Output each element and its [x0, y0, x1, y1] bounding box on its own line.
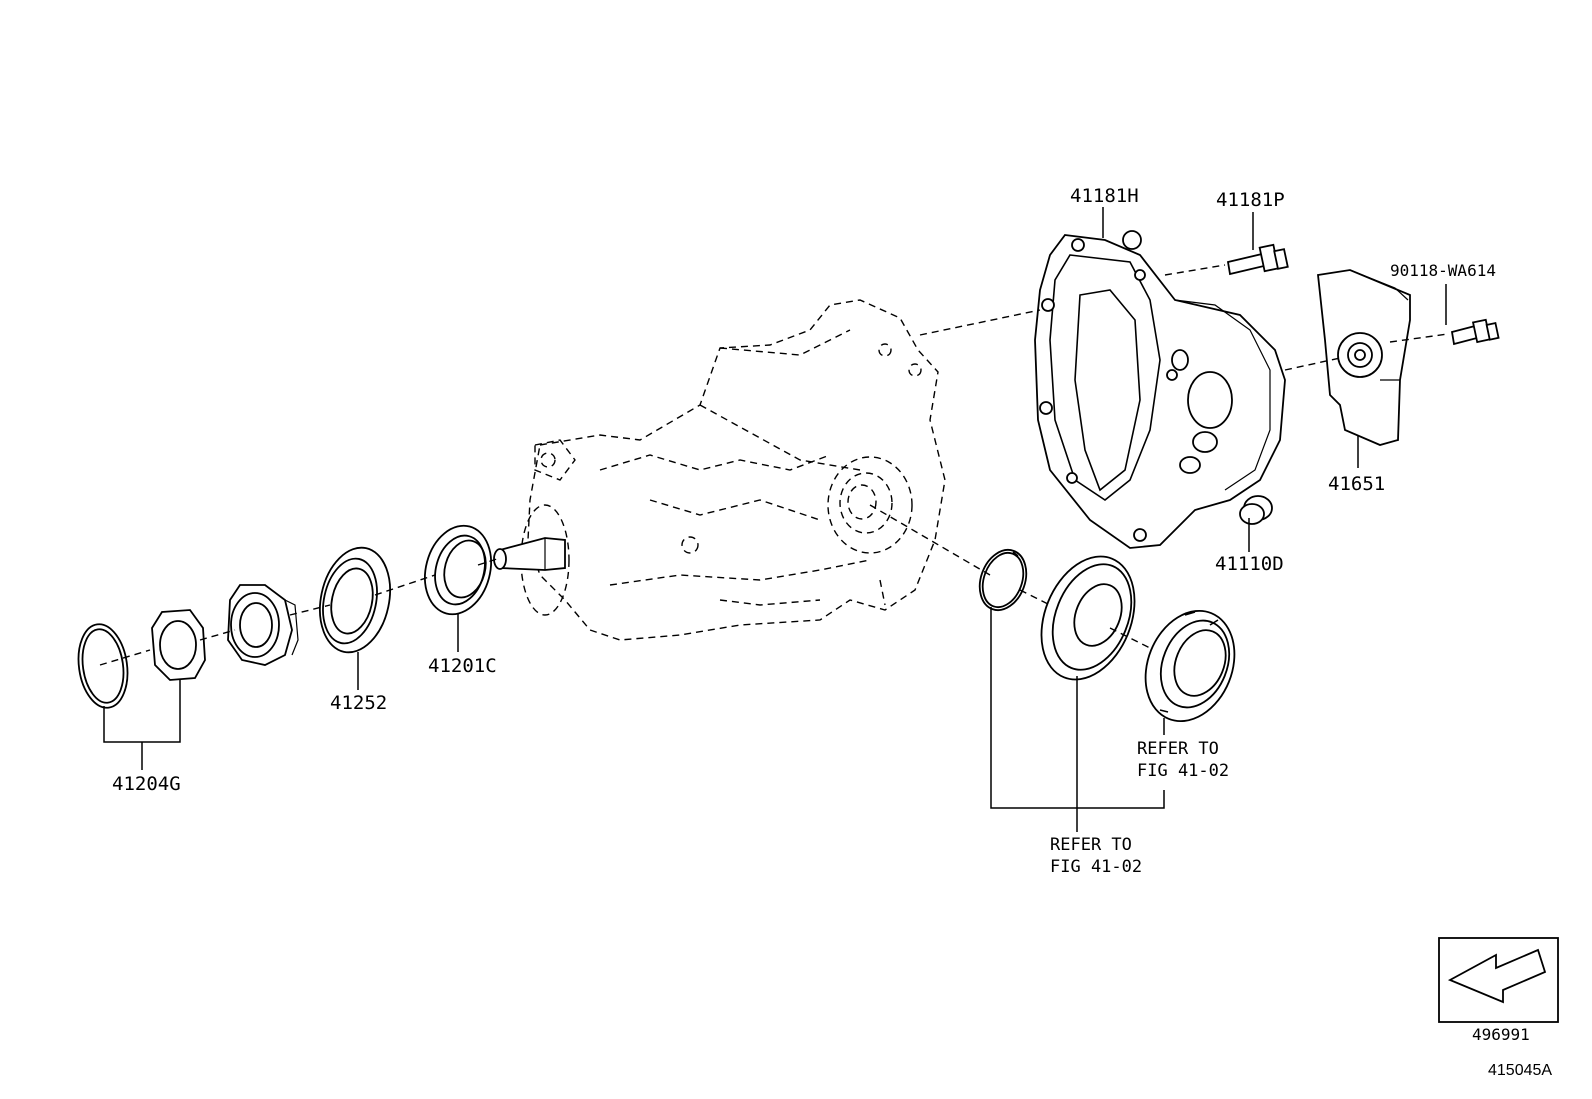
bolt-90118-WA614 [1450, 318, 1500, 346]
refer-right-line1: REFER TO [1137, 739, 1219, 759]
view-direction-box [1438, 937, 1559, 1023]
snap-ring [978, 549, 1028, 611]
washer-41204G [77, 623, 129, 709]
view-arrow-icon [1447, 948, 1547, 1004]
label-41252: 41252 [330, 692, 387, 714]
oil-seal-41201C [424, 524, 492, 616]
plug-41110D [1239, 495, 1273, 525]
label-90118-WA614: 90118-WA614 [1390, 261, 1496, 280]
deflector-41252 [319, 546, 391, 654]
label-41181P: 41181P [1216, 189, 1285, 211]
nut-41204G [151, 609, 206, 681]
damper-41651 [1317, 269, 1411, 446]
label-41204G: 41204G [112, 773, 181, 795]
pinion-shaft [493, 537, 566, 571]
companion-flange [227, 584, 299, 666]
figure-code: 415045A [1488, 1062, 1552, 1079]
label-41181H: 41181H [1070, 185, 1139, 207]
assembly-axes [99, 264, 1449, 666]
side-bearing [1040, 555, 1136, 681]
view-code: 496991 [1472, 1025, 1530, 1044]
refer-bottom-line1: REFER TO [1050, 835, 1132, 855]
rear-cover-41181H [1034, 230, 1286, 549]
bearing-cage [1144, 609, 1236, 723]
label-41201C: 41201C [428, 655, 497, 677]
label-41651: 41651 [1328, 473, 1385, 495]
refer-bottom-line2: FIG 41-02 [1050, 857, 1142, 877]
differential-carrier-housing [520, 299, 946, 641]
refer-right-line2: FIG 41-02 [1137, 761, 1229, 781]
leader-lines [103, 207, 1447, 832]
bolt-41181P [1226, 243, 1289, 276]
label-41110D: 41110D [1215, 553, 1284, 575]
